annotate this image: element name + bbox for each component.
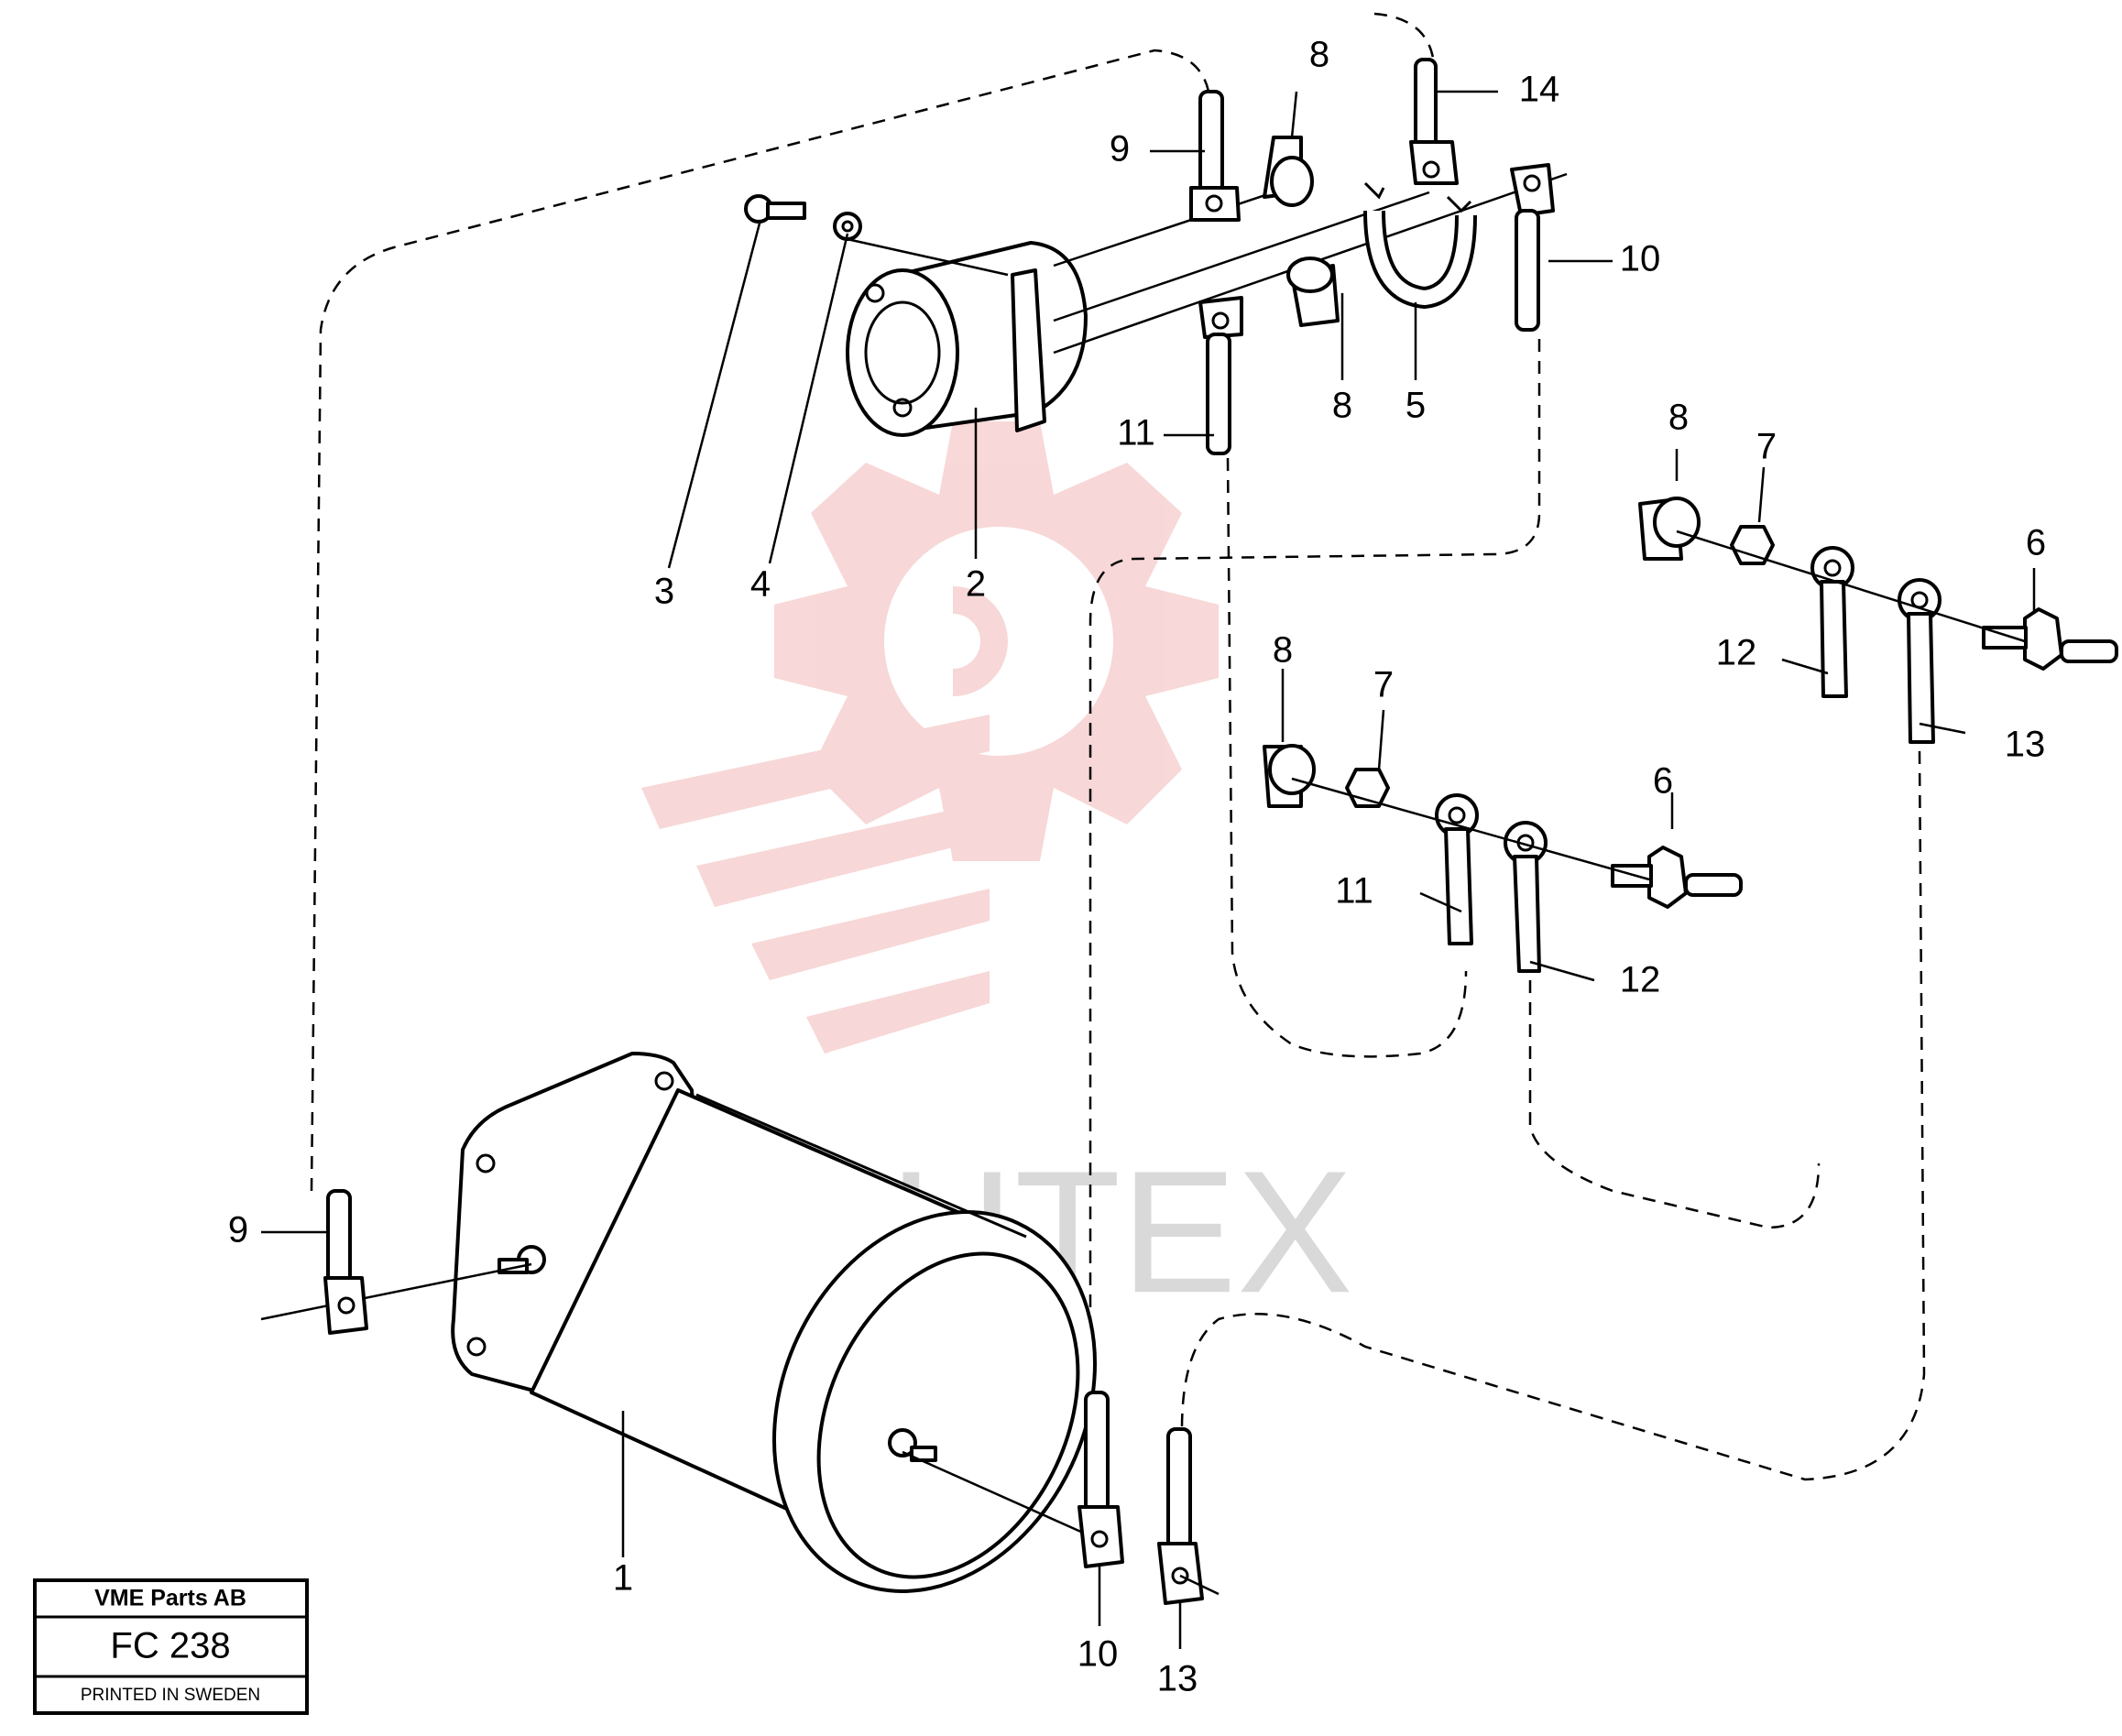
rubber-boot-upper bbox=[1263, 136, 1314, 207]
callout-8-middle: 8 bbox=[1332, 386, 1352, 426]
ring-lug-12-mid bbox=[1504, 821, 1548, 973]
cable-lug-9-lower bbox=[323, 1189, 368, 1335]
leader-lines bbox=[261, 90, 2036, 1649]
callout-8-mid: 8 bbox=[1273, 630, 1293, 671]
ring-lug-12-right bbox=[1810, 546, 1854, 698]
callout-2: 2 bbox=[966, 564, 986, 605]
cable-lug-14 bbox=[1409, 58, 1459, 185]
callout-labels: 1 2 3 4 5 8 8 14 10 9 11 8 7 11 12 6 8 7… bbox=[228, 35, 2046, 1699]
rubber-boot-right bbox=[1638, 497, 1701, 561]
ring-lug-13-right bbox=[1898, 578, 1942, 744]
callout-6-right: 6 bbox=[2026, 523, 2046, 563]
callout-8-upper: 8 bbox=[1309, 35, 1329, 75]
cable-lug-10-lower bbox=[1077, 1391, 1124, 1568]
u-link-cable bbox=[1363, 210, 1477, 310]
callout-4: 4 bbox=[750, 564, 771, 605]
ring-lug-11-mid bbox=[1435, 793, 1479, 945]
callout-7-mid: 7 bbox=[1373, 665, 1394, 705]
solenoid bbox=[846, 241, 1088, 437]
nut-right bbox=[1730, 525, 1775, 565]
cable-lug-10-upper bbox=[1510, 163, 1555, 332]
screw bbox=[744, 194, 806, 224]
callout-9-upper: 9 bbox=[1110, 129, 1130, 169]
watermark-gear-logo bbox=[641, 421, 1219, 1054]
sensor-right bbox=[1982, 607, 2118, 671]
callout-12-mid: 12 bbox=[1620, 960, 1661, 1000]
callout-6-mid: 6 bbox=[1653, 761, 1673, 802]
callout-13-right: 13 bbox=[2005, 725, 2046, 765]
callout-9-lower: 9 bbox=[228, 1210, 248, 1250]
rubber-boot-mid bbox=[1263, 744, 1316, 808]
callout-13-lower: 13 bbox=[1157, 1659, 1198, 1699]
sensor-mid bbox=[1611, 846, 1743, 909]
callout-3: 3 bbox=[654, 572, 674, 612]
callout-10-upper: 10 bbox=[1620, 239, 1661, 279]
callout-8-right: 8 bbox=[1668, 398, 1689, 438]
title-block: VME Parts AB FC 238 PRINTED IN SWEDEN bbox=[33, 1578, 309, 1715]
starter-motor bbox=[451, 1052, 1097, 1593]
title-printed: PRINTED IN SWEDEN bbox=[81, 1686, 260, 1705]
dashed-wiring-paths bbox=[310, 12, 1926, 1481]
callout-1: 1 bbox=[613, 1558, 633, 1599]
callout-5: 5 bbox=[1406, 386, 1426, 426]
starter-terminal-stud-front bbox=[888, 1428, 937, 1462]
title-company: VME Parts AB bbox=[94, 1586, 246, 1611]
title-code: FC 238 bbox=[110, 1626, 230, 1666]
callout-12-right: 12 bbox=[1716, 633, 1757, 673]
callout-7-right: 7 bbox=[1756, 427, 1777, 467]
callout-14: 14 bbox=[1519, 70, 1560, 110]
cable-lug-11-upper bbox=[1198, 296, 1243, 455]
washer bbox=[833, 212, 862, 241]
callout-11-mid: 11 bbox=[1335, 871, 1373, 912]
callout-11-upper: 11 bbox=[1117, 413, 1155, 453]
callout-10-lower: 10 bbox=[1077, 1634, 1119, 1675]
rubber-boot-middle bbox=[1286, 257, 1340, 327]
cable-lug-13-lower bbox=[1157, 1427, 1204, 1605]
cable-lug-9-upper bbox=[1189, 90, 1241, 222]
